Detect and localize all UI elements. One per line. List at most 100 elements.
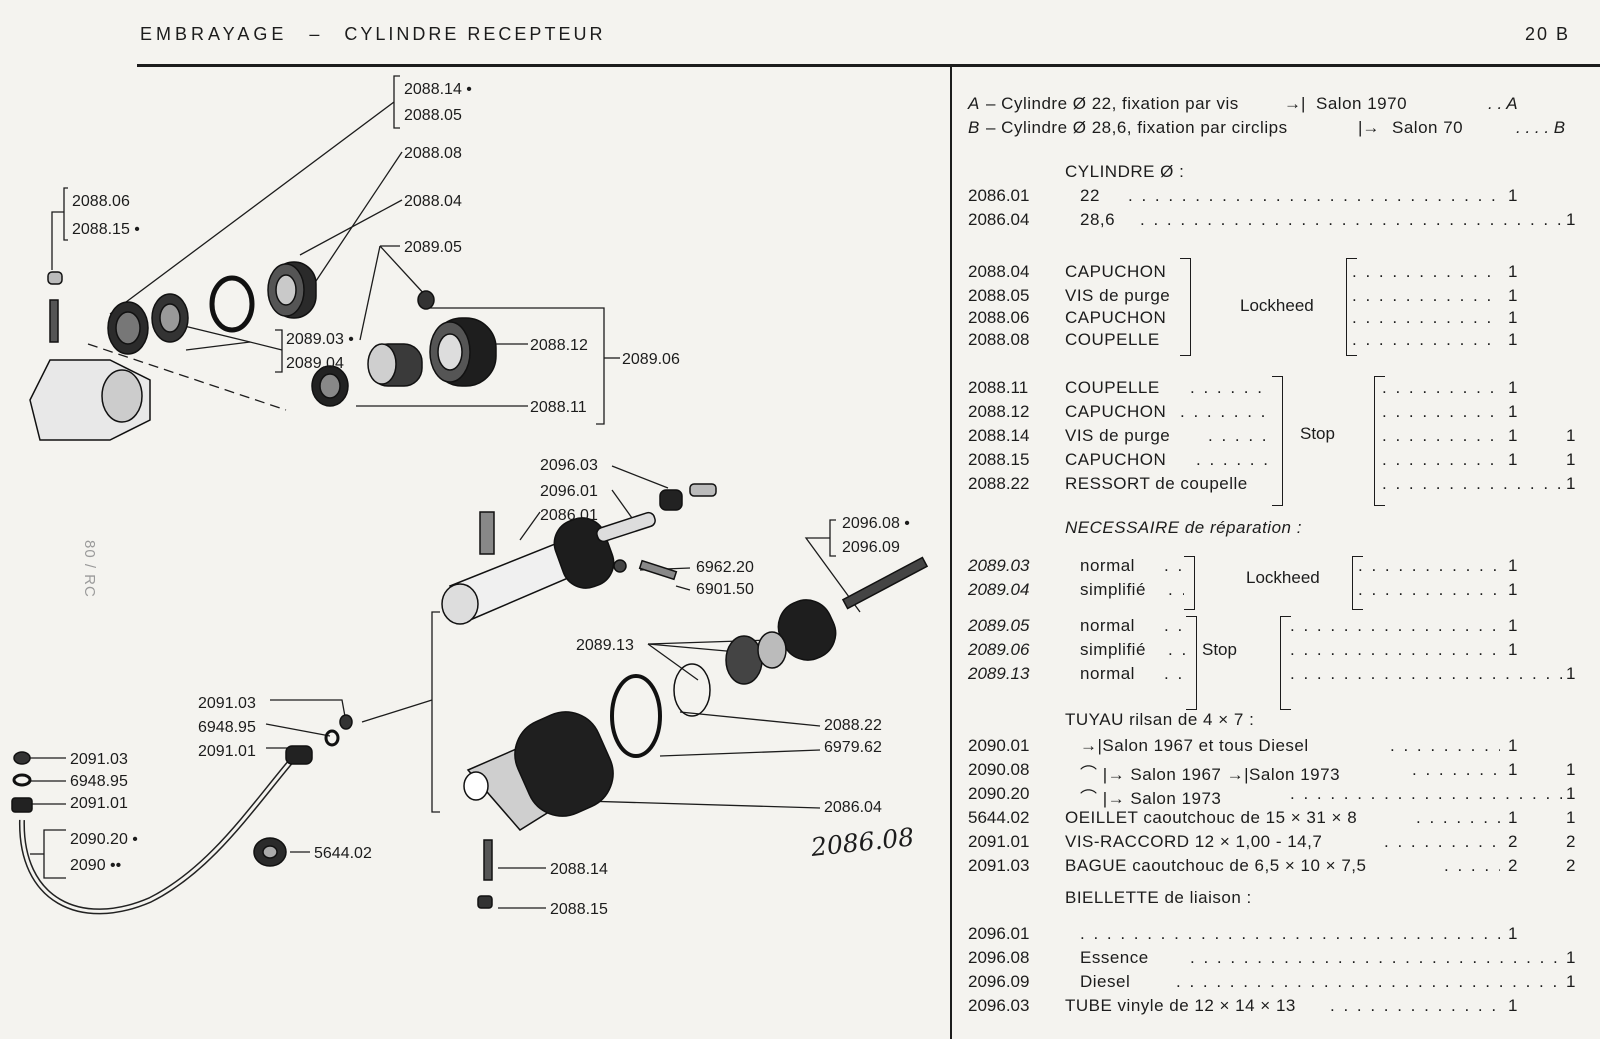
handwritten-note: 2086.08: [809, 822, 916, 862]
part-description: CAPUCHON: [1065, 450, 1167, 469]
part-code: 2091.01: [968, 832, 1030, 851]
group-stop-kit: Stop: [1202, 640, 1237, 659]
variant-a-salon: Salon 1970: [1316, 94, 1408, 113]
label-2088-11: 2088.11: [530, 399, 587, 416]
qty-variant-b: 1: [1566, 784, 1576, 803]
variant-b-text: – Cylindre Ø 28,6, fixation par circlips: [986, 118, 1288, 137]
variant-a-key: A: [968, 94, 980, 113]
label-6979-62: 6979.62: [824, 739, 882, 756]
bracket-kit-stop-left: [1186, 616, 1197, 710]
part-description: 28,6: [1080, 210, 1116, 229]
qty-variant-a: 1: [1508, 450, 1518, 469]
title-separator: –: [309, 24, 323, 44]
part-description: RESSORT de coupelle: [1065, 474, 1248, 493]
label-2090-20: 2090.20 •: [70, 831, 138, 848]
leader-dots: . . . . . . . . . . . . . . . . . . . . …: [1190, 948, 1562, 967]
leader-dots: . . . . . . . . . . . . . . . . . . . . …: [1164, 556, 1184, 575]
leader-dots: . . . . . . . . . . . . . . . . . . . . …: [1196, 450, 1270, 469]
leader-dots: . . . . . . . . . . . . . . . . . . . . …: [1290, 664, 1562, 683]
qty-variant-a: 2: [1508, 832, 1518, 851]
leader-dots: . . . . . . . . . . . . . . . . . . . . …: [1164, 664, 1186, 683]
part-code: 2088.06: [968, 308, 1030, 327]
qty-variant-b: 2: [1566, 856, 1576, 875]
bracket-stop-left: [1272, 376, 1283, 506]
label-2096-08: 2096.08 •: [842, 515, 910, 532]
label-2096-01: 2096.01: [540, 483, 598, 500]
label-2089-06: 2089.06: [622, 351, 680, 368]
qty-variant-b: 1: [1566, 760, 1576, 779]
leader-dots: . . . . . . . . . . . . . . . . . . . . …: [1382, 378, 1500, 397]
label-2088-14-bottom: 2088.14: [550, 861, 608, 878]
part-code: 2088.04: [968, 262, 1030, 281]
label-2089-05: 2089.05: [404, 239, 462, 256]
part-description: Essence: [1080, 948, 1149, 967]
bracket-2088-14: [393, 75, 400, 129]
variant-a-text: – Cylindre Ø 22, fixation par vis: [986, 94, 1239, 113]
leader-dots: . . . . . . . . . . . . . . . . . . . . …: [1390, 736, 1500, 755]
part-description: normal: [1080, 556, 1135, 575]
label-2088-14-top: 2088.14 •: [404, 81, 472, 98]
variant-a-col: . . A: [1488, 94, 1518, 113]
label-2091-03-mid: 2091.03: [198, 695, 256, 712]
part-code: 2088.05: [968, 286, 1030, 305]
part-code: 2090.20: [968, 784, 1030, 803]
leader-dots: . . . . . . . . . . . . . . . . . . . . …: [1382, 426, 1500, 445]
qty-variant-a: 1: [1508, 580, 1518, 599]
part-description: TUBE vinyle de 12 × 14 × 13: [1065, 996, 1296, 1015]
bracket-lockheed-right: [1346, 258, 1357, 356]
qty-variant-a: 1: [1508, 924, 1518, 943]
part-code: 2088.14: [968, 426, 1030, 445]
leader-dots: . . . . . . . . . . . . . . . . . . . . …: [1128, 186, 1500, 205]
part-description: VIS de purge: [1065, 426, 1171, 445]
label-2096-03: 2096.03: [540, 457, 598, 474]
part-description: COUPELLE: [1065, 378, 1160, 397]
part-description: simplifié: [1080, 580, 1146, 599]
part-code: 2091.03: [968, 856, 1030, 875]
label-5644-02: 5644.02: [314, 845, 372, 862]
qty-variant-a: 1: [1508, 378, 1518, 397]
section-tuyau: TUYAU rilsan de 4 × 7 :: [1065, 710, 1255, 729]
leader-dots: . . . . . . . . . . . . . . . . . . . . …: [1384, 832, 1500, 851]
qty-variant-b: 1: [1566, 948, 1576, 967]
variant-b-key: B: [968, 118, 980, 137]
group-stop: Stop: [1300, 424, 1335, 443]
part-description: CAPUCHON: [1065, 402, 1167, 421]
variant-b-salon: Salon 70: [1392, 118, 1464, 137]
part-code: 2089.05: [968, 616, 1030, 635]
section-necessaire: NECESSAIRE de réparation :: [1065, 518, 1302, 537]
leader-dots: . . . . . . . . . . . . . . . . . . . . …: [1176, 972, 1562, 991]
section-biellette: BIELLETTE de liaison :: [1065, 888, 1252, 907]
label-2088-22: 2088.22: [824, 717, 882, 734]
qty-variant-a: 1: [1508, 616, 1518, 635]
leader-dots: . . . . . . . . . . . . . . . . . . . . …: [1080, 924, 1500, 943]
margin-note: 80 / RC: [81, 540, 98, 598]
qty-variant-a: 1: [1508, 556, 1518, 575]
part-code: 2088.12: [968, 402, 1030, 421]
leader-dots: . . . . . . . . . . . . . . . . . . . . …: [1382, 474, 1562, 493]
variant-b-arrow: |→: [1358, 118, 1380, 137]
bracket-stop-right: [1374, 376, 1385, 506]
label-2088-15-top: 2088.15 •: [72, 221, 140, 238]
qty-variant-a: 1: [1508, 426, 1518, 445]
bracket-kit-lockheed-right: [1352, 556, 1363, 610]
part-code: 2086.04: [968, 210, 1030, 229]
leader-dots: . . . . . . . . . . . . . . . . . . . . …: [1180, 402, 1270, 421]
leader-dots: . . . . . . . . . . . . . . . . . . . . …: [1290, 640, 1500, 659]
qty-variant-b: 1: [1566, 426, 1576, 445]
leader-dots: . . . . . . . . . . . . . . . . . . . . …: [1358, 580, 1500, 599]
qty-variant-a: 1: [1508, 286, 1518, 305]
qty-variant-a: 1: [1508, 640, 1518, 659]
leader-dots: . . . . . . . . . . . . . . . . . . . . …: [1444, 856, 1500, 875]
part-code: 2096.09: [968, 972, 1030, 991]
part-description: ⌒ |→ Salon 1973: [1080, 789, 1222, 808]
qty-variant-b: 1: [1566, 210, 1576, 229]
group-lockheed-kit: Lockheed: [1246, 568, 1320, 587]
part-code: 2089.04: [968, 580, 1030, 599]
label-2096-09: 2096.09: [842, 539, 900, 556]
part-code: 2096.08: [968, 948, 1030, 967]
part-description: ⌒ |→ Salon 1967 →|Salon 1973: [1080, 765, 1341, 784]
part-description: normal: [1080, 616, 1135, 635]
part-code: 2088.22: [968, 474, 1030, 493]
part-code: 2090.08: [968, 760, 1030, 779]
label-2089-04: 2089.04: [286, 355, 344, 372]
